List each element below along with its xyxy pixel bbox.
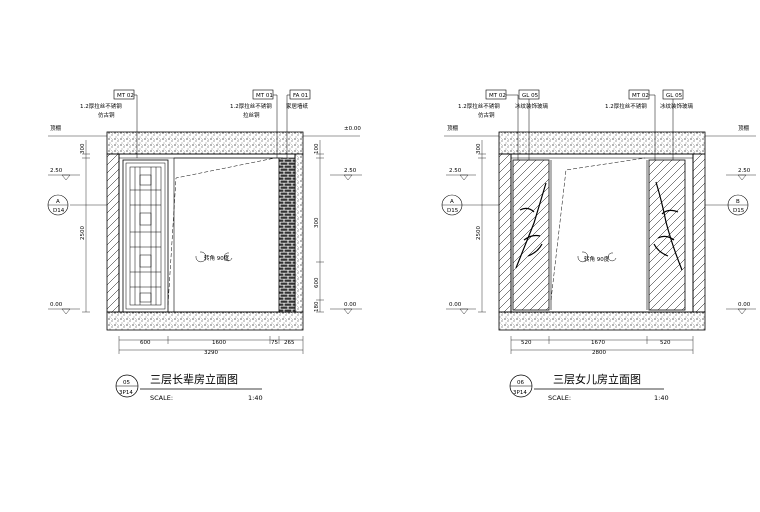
left-tag-2: MT 01: [256, 93, 273, 99]
right-tag-4: GL 05: [666, 93, 683, 99]
left-scale-label: SCALE:: [150, 394, 173, 402]
left-level-label-2: ±0.00: [344, 126, 361, 132]
right-title-sheet: 3P14: [513, 390, 527, 396]
right-elevation: 转角 90度 MT 02 GL 05 MT 02 GL 05 1.2厚拉丝不锈钢…: [441, 89, 756, 402]
right-left-wall-section: [498, 153, 512, 313]
right-title-num: 06: [517, 380, 524, 386]
left-elevation: 转角 90度 MT 02 MT 01 FA 01 1.2厚拉丝不锈钢 仿古铜 1…: [47, 89, 362, 402]
left-dim-r-4: 180: [314, 301, 320, 312]
right-dim-b-2: 1670: [591, 340, 605, 346]
right-level-4: 0.00: [738, 302, 751, 308]
right-note-3: 冰纹装饰玻璃: [515, 102, 549, 110]
left-callout-tags: MT 02 MT 01 FA 01: [113, 89, 311, 158]
right-callout-tags: MT 02 GL 05 MT 02 GL 05: [485, 89, 684, 160]
right-branch-motif-left: [515, 182, 547, 269]
left-title: 三层长辈房立面图: [150, 372, 238, 386]
right-title: 三层女儿房立面图: [553, 372, 641, 386]
left-section-letter: A: [56, 199, 60, 205]
right-note-4: 1.2厚拉丝不锈钢: [605, 102, 647, 110]
left-level-3: 2.50: [344, 168, 357, 174]
left-level-label-1: 顶棚: [50, 124, 62, 132]
right-tag-3: MT 02: [632, 93, 649, 99]
left-brick-wallpaper: [278, 157, 296, 313]
left-scale-value: 1:40: [248, 394, 263, 402]
right-note-1: 1.2厚拉丝不锈钢: [458, 102, 500, 110]
left-level-4: 0.00: [344, 302, 357, 308]
right-dim-v-1: 300: [476, 143, 482, 154]
right-note-5: 冰纹装饰玻璃: [660, 102, 694, 110]
left-dim-b-3: 75: [271, 340, 278, 346]
right-door-swing-line: [550, 157, 646, 301]
left-wall-section: [106, 153, 120, 313]
left-dim-r-2: 300: [314, 217, 320, 228]
right-glass-panel-left: [512, 159, 550, 311]
left-dim-b-2: 1600: [212, 340, 226, 346]
left-dim-b-4: 265: [284, 340, 295, 346]
right-section-letter-b: B: [736, 199, 740, 205]
right-level-3: 2.50: [738, 168, 751, 174]
left-dim-v-2: 2500: [80, 226, 86, 240]
left-top-slab: [106, 131, 304, 155]
right-rotate-label: 转角 90度: [584, 255, 610, 263]
left-total-width: 3290: [204, 350, 218, 356]
right-dim-v-2: 2500: [476, 226, 482, 240]
right-wall-section: [294, 153, 304, 313]
right-floor-slab: [498, 311, 706, 331]
left-note-3: 1.2厚拉丝不锈钢: [230, 102, 272, 110]
left-dim-r-1: 100: [314, 143, 320, 154]
right-glass-panel-right: [648, 159, 686, 311]
right-branch-motif-right: [653, 181, 683, 271]
left-section-sheet: D14: [53, 208, 65, 214]
left-tag-3: FA 01: [293, 93, 308, 99]
left-note-5: 家居墙纸: [286, 102, 309, 110]
right-level-label-1: 顶棚: [447, 124, 459, 132]
left-lattice-screen: [122, 159, 169, 313]
left-level-2: 0.00: [50, 302, 63, 308]
right-room-outline: [510, 153, 694, 313]
right-top-slab: [498, 131, 706, 155]
left-title-sheet: 3P14: [119, 390, 133, 396]
left-note-4: 拉丝铜: [243, 111, 260, 119]
left-floor-slab: [106, 311, 304, 331]
right-level-label-2: 顶棚: [738, 124, 750, 132]
right-level-2: 0.00: [449, 302, 462, 308]
left-door-swing-line: [167, 157, 276, 306]
right-dim-b-1: 520: [521, 340, 532, 346]
right-total-width: 2800: [592, 350, 606, 356]
right-scale-value: 1:40: [654, 394, 669, 402]
right-section-sheet-b: D15: [733, 208, 745, 214]
left-dim-r-3: 600: [314, 277, 320, 288]
right-tag-2: GL 05: [522, 93, 539, 99]
right-right-wall-section: [692, 153, 706, 313]
right-scale-label: SCALE:: [548, 394, 571, 402]
left-title-num: 05: [123, 380, 130, 386]
right-dim-b-3: 520: [660, 340, 671, 346]
left-note-1: 1.2厚拉丝不锈钢: [80, 102, 122, 110]
right-section-sheet-a: D15: [447, 208, 459, 214]
left-level-1: 2.50: [50, 168, 63, 174]
right-note-2: 仿古铜: [478, 111, 495, 119]
right-level-1: 2.50: [449, 168, 462, 174]
left-rotate-label: 转角 90度: [204, 254, 230, 262]
left-room-outline: [118, 153, 296, 313]
left-dim-b-1: 600: [140, 340, 151, 346]
right-section-letter-a: A: [450, 199, 454, 205]
left-tag-1: MT 02: [117, 93, 134, 99]
right-tag-1: MT 02: [489, 93, 506, 99]
left-dim-v-1: 300: [80, 143, 86, 154]
left-note-2: 仿古铜: [98, 111, 115, 119]
left-wall-panel: [173, 157, 280, 313]
